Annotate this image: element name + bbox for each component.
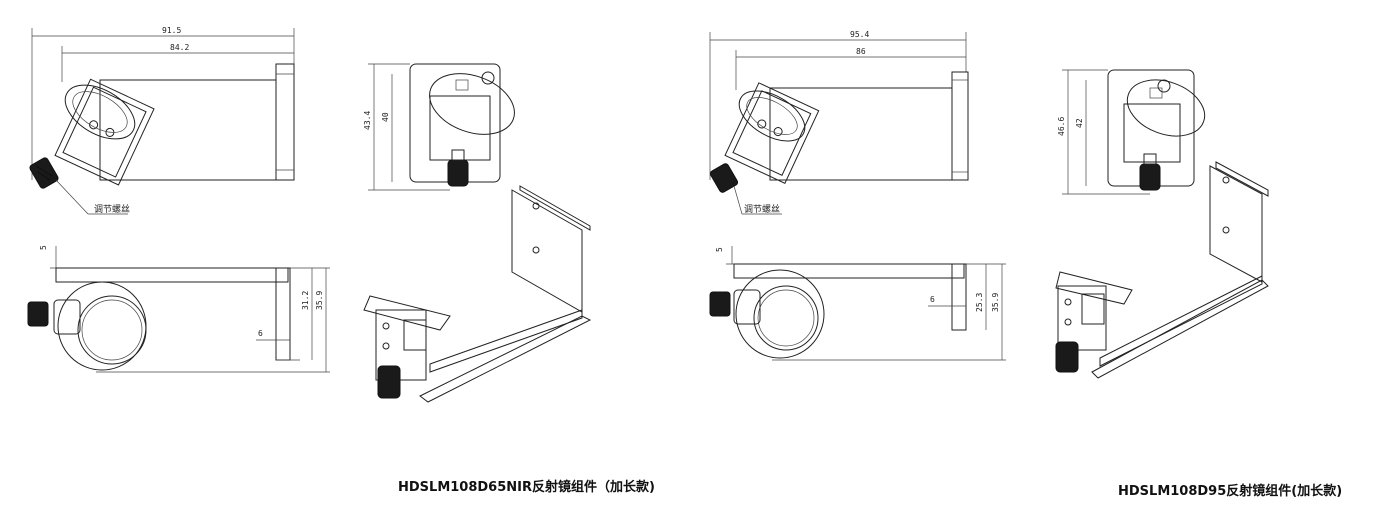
dim-bracket-height: 25.3 [975, 293, 984, 312]
top-view-left: 91.5 84.2 [29, 26, 295, 215]
isometric-view-left [363, 185, 592, 403]
top-view-right: 95.4 86 调节螺丝 [709, 30, 969, 215]
adjustment-knob-icon [709, 163, 739, 193]
assembly-left: 91.5 84.2 [27, 26, 592, 403]
dim-side-height-outer: 46.6 [1057, 117, 1066, 136]
dim-inner-length: 86 [856, 47, 866, 56]
front-view-left: 5 31.2 35.9 6 [27, 245, 330, 373]
caption-left-assembly: HDSLM108D65NIR反射镜组件（加长款) [398, 480, 655, 495]
dim-overall-length: 95.4 [850, 30, 869, 39]
dim-gap-top: 5 [715, 247, 724, 252]
callout-adjust-screw: 调节螺丝 [744, 203, 780, 215]
dim-gap-top: 5 [39, 245, 48, 250]
dim-lip-width: 6 [930, 295, 935, 304]
side-view-left: 43.4 40 [363, 63, 515, 191]
callout-adjust-screw: 调节螺丝 [94, 203, 130, 215]
dim-side-height-inner: 42 [1075, 118, 1084, 128]
dim-total-height: 35.9 [991, 293, 1000, 312]
dim-inner-length: 84.2 [170, 43, 189, 52]
side-view-right: 46.6 42 [1057, 69, 1206, 195]
dim-lip-width: 6 [258, 329, 263, 338]
assembly-right: 95.4 86 调节螺丝 [709, 30, 1269, 379]
dim-bracket-height: 31.2 [301, 291, 310, 310]
dim-side-height-outer: 43.4 [363, 111, 372, 130]
front-view-right: 5 6 25.3 35.9 [709, 246, 1006, 361]
dim-total-height: 35.9 [315, 291, 324, 310]
dim-overall-length: 91.5 [162, 26, 181, 35]
dim-side-height-inner: 40 [381, 112, 390, 122]
caption-right-assembly: HDSLM108D95反射镜组件(加长款) [1118, 484, 1343, 499]
isometric-view-right [1055, 161, 1269, 379]
adjustment-knob-icon [29, 157, 59, 189]
